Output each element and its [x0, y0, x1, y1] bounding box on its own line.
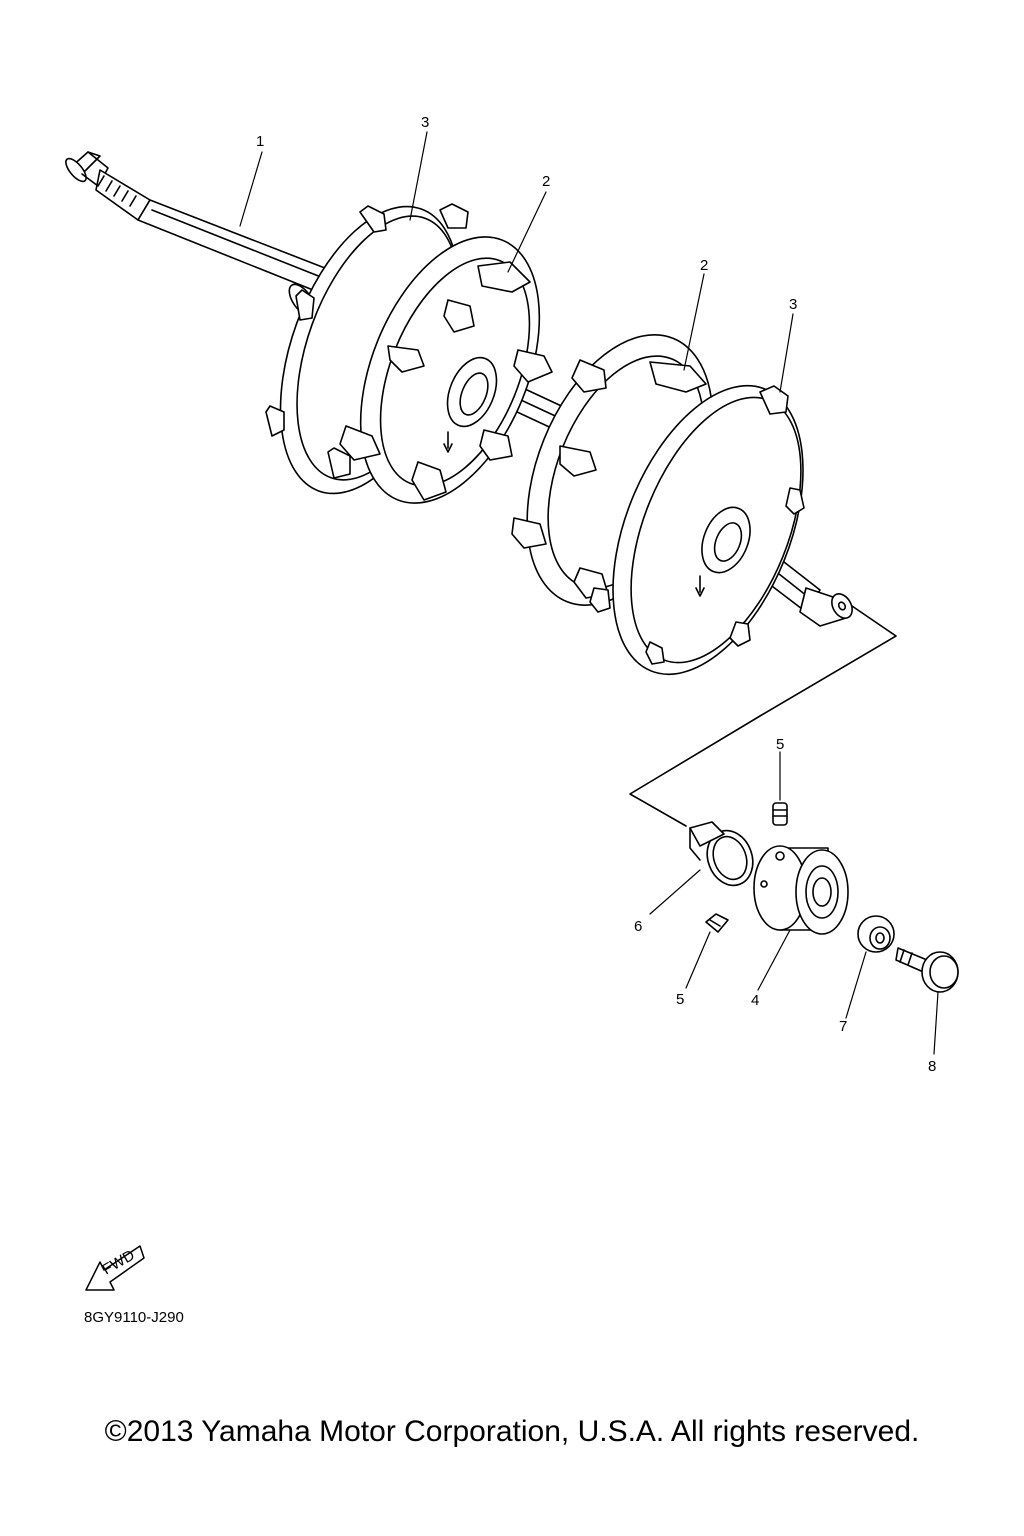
callout-3-right: 3: [789, 296, 797, 313]
callout-8: 8: [928, 1058, 936, 1075]
nut: [857, 915, 895, 953]
down-arrow-icon: [443, 431, 453, 453]
callout-4: 4: [751, 992, 759, 1009]
set-screw-side: [705, 913, 729, 933]
bolt: [895, 947, 959, 993]
callout-5-top: 5: [776, 736, 784, 753]
callout-2-right: 2: [700, 257, 708, 274]
callout-2-left: 2: [542, 173, 550, 190]
drive-wheel-left: [339, 236, 553, 504]
sprocket-right: [589, 384, 805, 676]
retainer-collar: [689, 821, 754, 887]
callout-7: 7: [839, 1018, 847, 1035]
callout-6: 6: [634, 918, 642, 935]
callout-3-left: 3: [421, 114, 429, 131]
set-screw-top: [772, 802, 788, 826]
callout-1: 1: [256, 133, 264, 150]
copyright-notice: ©2013 Yamaha Motor Corporation, U.S.A. A…: [104, 1415, 920, 1448]
bearing: [753, 845, 849, 935]
diagram-code: 8GY9110-J290: [84, 1309, 184, 1326]
callout-leaders: [239, 131, 939, 1055]
assembly-leader-line: [629, 605, 897, 827]
callout-5-bottom: 5: [676, 991, 684, 1008]
down-arrow-icon: [695, 575, 705, 597]
fwd-arrow-icon: FWD: [85, 1245, 145, 1291]
